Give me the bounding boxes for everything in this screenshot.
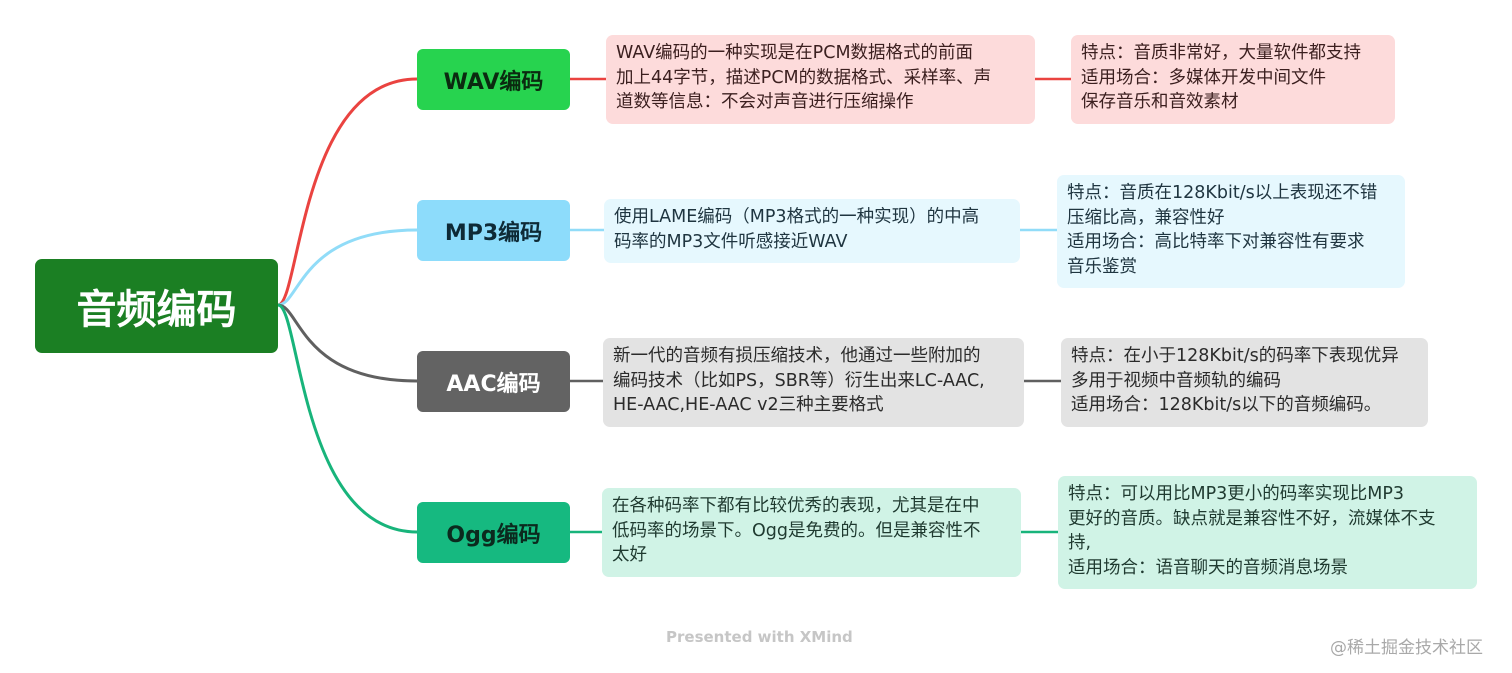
branch-mp3[interactable]: MP3编码 [417,200,570,261]
connector-root-mp3 [277,228,418,307]
ogg-description-box[interactable]: 在各种码率下都有比较优秀的表现，尤其是在中 低码率的场景下。Ogg是免费的。但是… [602,488,1021,577]
aac-description-line: HE-AAC,HE-AAC v2三种主要格式 [613,395,884,415]
mp3-features-line: 适用场合：高比特率下对兼容性有要求 [1067,232,1365,252]
aac-description-box[interactable]: 新一代的音频有损压缩技术，他通过一些附加的 编码技术（比如PS，SBR等）衍生出… [603,338,1024,427]
branch-aac[interactable]: AAC编码 [417,351,570,412]
wav-features-line: 特点：音质非常好，大量软件都支持 [1081,43,1361,63]
root-topic[interactable]: 音频编码 [35,259,278,353]
connector-root-aac [277,303,418,383]
aac-features-line: 适用场合：128Kbit/s以下的音频编码。 [1071,395,1382,415]
mp3-description-line: 码率的MP3文件听感接近WAV [614,231,848,252]
aac-features-line: 特点：在小于128Kbit/s的码率下表现优异 [1071,346,1399,366]
wav-description-line: 加上44字节，描述PCM的数据格式、采样率、声 [616,67,992,88]
mp3-features-line: 特点：音质在128Kbit/s以上表现还不错 [1067,183,1378,203]
site-watermark: @稀土掘金技术社区 [1330,638,1483,658]
ogg-features-line: 更好的音质。缺点就是兼容性不好，流媒体不支 [1068,508,1436,529]
mp3-description-box[interactable]: 使用LAME编码（MP3格式的一种实现）的中高 码率的MP3文件听感接近WAV [604,199,1020,263]
aac-description-line: 编码技术（比如PS，SBR等）衍生出来LC-AAC, [613,370,985,391]
ogg-description-line: 在各种码率下都有比较优秀的表现，尤其是在中 [612,496,980,516]
wav-description-line: WAV编码的一种实现是在PCM数据格式的前面 [616,43,974,63]
aac-features-line: 多用于视频中音频轨的编码 [1071,370,1281,391]
wav-description-line: 道数等信息：不会对声音进行压缩操作 [616,92,914,112]
presented-with-footer: Presented with XMind [666,628,853,646]
connector-root-ogg [277,303,418,534]
branch-ogg[interactable]: Ogg编码 [417,502,570,563]
mp3-features-line: 压缩比高，兼容性好 [1067,207,1225,228]
ogg-features-box[interactable]: 特点：可以用比MP3更小的码率实现比MP3 更好的音质。缺点就是兼容性不好，流媒… [1058,476,1477,589]
aac-description-line: 新一代的音频有损压缩技术，他通过一些附加的 [613,346,981,366]
aac-features-box[interactable]: 特点：在小于128Kbit/s的码率下表现优异 多用于视频中音频轨的编码 适用场… [1061,338,1428,427]
wav-description-box[interactable]: WAV编码的一种实现是在PCM数据格式的前面 加上44字节，描述PCM的数据格式… [606,35,1035,124]
ogg-features-line: 适用场合：语音聊天的音频消息场景 [1068,557,1348,578]
wav-features-line: 保存音乐和音效素材 [1081,92,1239,112]
wav-features-line: 适用场合：多媒体开发中间文件 [1081,67,1326,88]
mp3-features-line: 音乐鉴赏 [1067,256,1137,277]
branch-wav[interactable]: WAV编码 [417,49,570,110]
mp3-features-box[interactable]: 特点：音质在128Kbit/s以上表现还不错 压缩比高，兼容性好 适用场合：高比… [1057,175,1405,288]
ogg-description-line: 低码率的场景下。Ogg是免费的。但是兼容性不 [612,520,981,541]
ogg-features-line: 持, [1068,533,1092,553]
wav-features-box[interactable]: 特点：音质非常好，大量软件都支持 适用场合：多媒体开发中间文件 保存音乐和音效素… [1071,35,1395,124]
connector-root-wav [277,77,418,307]
mp3-description-line: 使用LAME编码（MP3格式的一种实现）的中高 [614,207,980,227]
ogg-description-line: 太好 [612,545,647,565]
ogg-features-line: 特点：可以用比MP3更小的码率实现比MP3 [1068,484,1405,504]
